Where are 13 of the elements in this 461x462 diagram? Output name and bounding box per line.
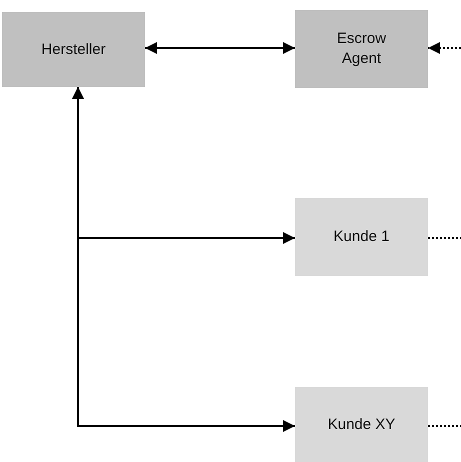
process-box (2, 12, 145, 87)
arrow (145, 42, 295, 54)
box-label: Hersteller (41, 40, 106, 60)
box-label: Escrow Agent (336, 29, 388, 69)
connector-line (428, 425, 461, 427)
process-box (295, 387, 428, 462)
arrow (428, 42, 461, 54)
box-label: Kunde 1 (334, 227, 390, 247)
process-box (295, 10, 428, 88)
connector-line (428, 237, 461, 239)
process-box (295, 198, 428, 276)
arrow (72, 87, 295, 432)
box-label: Kunde XY (328, 414, 396, 434)
